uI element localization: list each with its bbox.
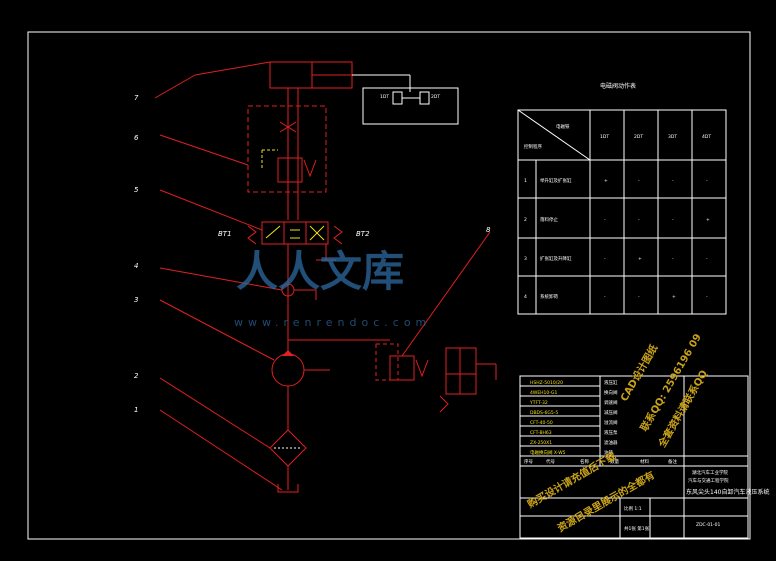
school-name: 湖北汽车工业学院 xyxy=(692,469,728,476)
table-cell: - xyxy=(604,257,606,262)
table-row-label: 举升缸及扩张缸 xyxy=(540,177,572,184)
valve-label-left: BT1 xyxy=(218,230,232,238)
part-code: DBDS-6G5-5 xyxy=(530,410,558,416)
flow-control-block xyxy=(159,88,327,220)
coil-circuit: 1DT 2DT xyxy=(352,74,459,125)
check-valve xyxy=(159,244,317,352)
table-cell: + xyxy=(604,178,608,184)
drawing-name: 东风尖头140自卸汽车液压系统 xyxy=(686,488,769,496)
coil-label-1: 1DT xyxy=(380,94,389,100)
tb-header-2: 名称 xyxy=(580,458,589,465)
table-cell: - xyxy=(638,179,640,184)
table-cell: - xyxy=(638,295,640,300)
table-row-number: 4 xyxy=(524,294,527,300)
oil-filter xyxy=(159,377,307,493)
tb-header-1: 代号 xyxy=(546,458,555,465)
col-3: 3DT xyxy=(668,134,677,140)
part-code: 4WEH10-G1 xyxy=(530,390,558,396)
table-cell: - xyxy=(638,218,640,223)
part-code: HSHZ-5010/20 xyxy=(530,380,563,386)
table-row-number: 2 xyxy=(524,217,527,223)
leader-3: 3 xyxy=(134,296,138,304)
part-name: 调速阀 xyxy=(604,399,618,406)
directional-valve: BT1 BT2 xyxy=(159,189,370,261)
table-cell: - xyxy=(706,295,708,300)
table-title: 电磁阀动作表 xyxy=(600,82,636,90)
part-name: 滤油器 xyxy=(604,439,618,446)
sheet-label: 共1张 第1张 xyxy=(624,525,650,532)
table-cell: + xyxy=(672,294,676,300)
table-row-label: 落料停止 xyxy=(540,216,558,223)
table-cell: + xyxy=(706,217,710,223)
table-cell: - xyxy=(604,218,606,223)
coil-label-2: 2DT xyxy=(431,94,440,100)
col-2: 2DT xyxy=(634,134,643,140)
watermark-url: www.renrendoc.com xyxy=(234,316,431,329)
col-1: 1DT xyxy=(600,134,609,140)
part-name: 减压阀 xyxy=(604,409,618,416)
leader-1: 1 xyxy=(134,406,138,414)
part-code: 电磁换向阀 X-W5 xyxy=(530,449,566,456)
tb-header-3: 数量 xyxy=(610,458,619,465)
leader-8: 8 xyxy=(486,226,491,234)
dept-name: 汽车与交通工程学院 xyxy=(688,477,729,484)
table-row-number: 3 xyxy=(524,256,527,262)
hydraulic-pump xyxy=(159,299,390,430)
table-cell: - xyxy=(706,179,708,184)
part-name: 油箱 xyxy=(604,449,613,456)
part-code: CFT-BH63 xyxy=(530,430,552,436)
leader-6: 6 xyxy=(134,134,139,142)
part-name: 溢流阀 xyxy=(604,419,618,426)
part-code: YTFT-32 xyxy=(529,400,548,406)
corner-top: 电磁铁 xyxy=(556,123,570,130)
table-cell: + xyxy=(638,256,642,262)
table-row-number: 1 xyxy=(524,178,527,184)
part-name: 液压泵 xyxy=(604,429,618,436)
table-cell: - xyxy=(672,179,674,184)
part-code: CFT-40-50 xyxy=(530,420,553,426)
title-block: HSHZ-5010/20 液压缸 4WEH10-G1 换向阀 YTFT-32 调速阀 DBD… xyxy=(519,375,769,539)
watermark-brand: 人人文库 xyxy=(236,247,404,296)
part-name: 液压缸 xyxy=(604,379,618,386)
col-4: 4DT xyxy=(702,134,711,140)
drawing-frame xyxy=(27,31,751,540)
leader-2: 2 xyxy=(134,372,139,380)
tb-header-0: 序号 xyxy=(524,458,533,465)
table-cell: - xyxy=(604,295,606,300)
valve-label-right: BT2 xyxy=(356,230,370,238)
table-row-label: 系统卸荷 xyxy=(540,293,558,300)
table-row-label: 扩张缸及升降缸 xyxy=(540,255,572,262)
relief-valve xyxy=(375,231,497,413)
solenoid-action-table: 电磁阀动作表 电磁铁 控制程序 1DT 2DT 3DT 4DT 1 举升缸及扩张缸… xyxy=(517,82,727,315)
leader-4: 4 xyxy=(134,262,138,270)
watermark: 人人文库 www.renrendoc.com xyxy=(234,247,431,329)
tb-header-5: 备注 xyxy=(668,458,677,465)
table-cell: - xyxy=(672,218,674,223)
part-code: ZX-250X1 xyxy=(530,440,552,446)
table-cell: - xyxy=(706,257,708,262)
drawing-number: ZDC-01-01 xyxy=(696,522,721,528)
part-name: 换向阀 xyxy=(604,389,618,396)
table-cell: - xyxy=(672,257,674,262)
scale-label: 比例 1:1 xyxy=(624,505,642,512)
corner-bottom: 控制程序 xyxy=(524,143,542,150)
leader-7: 7 xyxy=(134,94,139,102)
tb-header-4: 材料 xyxy=(640,458,649,465)
leader-5: 5 xyxy=(134,186,139,194)
